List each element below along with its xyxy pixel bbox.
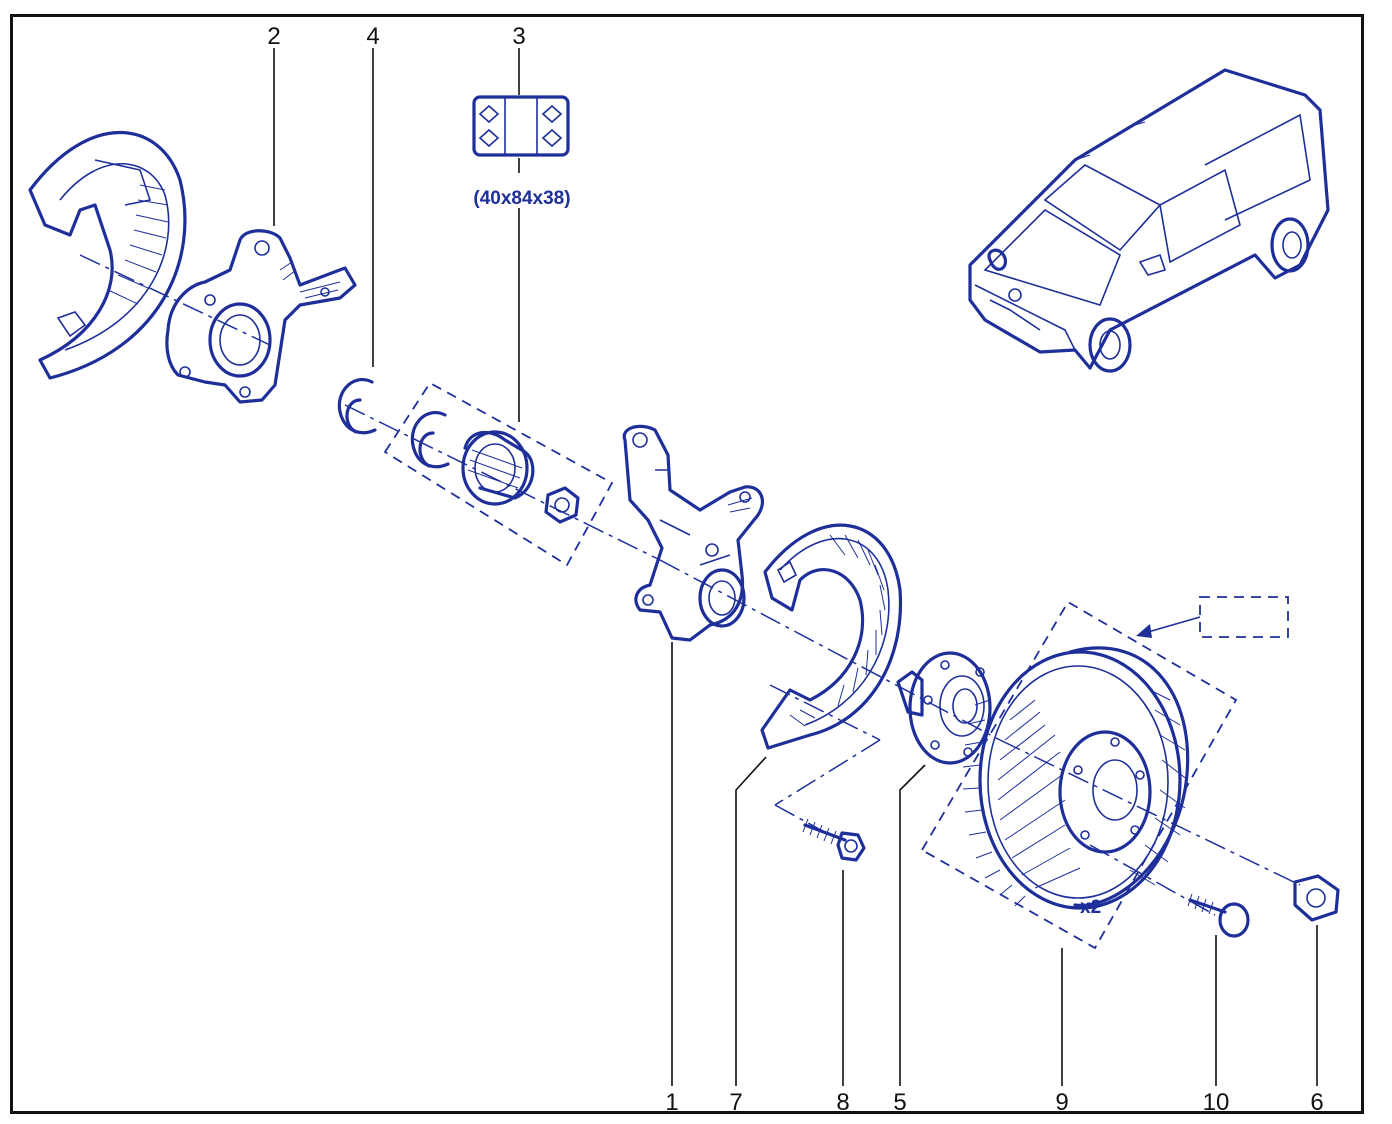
steering-knuckle-left — [165, 229, 357, 404]
wheel-bearing — [461, 430, 535, 506]
brake-disc — [962, 646, 1190, 910]
callout-4: 4 — [366, 23, 379, 50]
callout-1: 1 — [665, 1089, 678, 1116]
reference-note-box — [1136, 596, 1289, 638]
disc-quantity-label: x2 — [1080, 897, 1101, 918]
steering-knuckle-center — [622, 424, 764, 642]
callout-2: 2 — [267, 23, 280, 50]
callout-5: 5 — [893, 1089, 906, 1116]
wheel-bolt — [1187, 893, 1250, 938]
callout-8: 8 — [836, 1089, 849, 1116]
hub-nut — [1293, 874, 1340, 922]
vehicle-illustration — [968, 68, 1330, 373]
callout-numbers: 2 4 3 1 7 8 5 9 10 6 — [267, 23, 1323, 1116]
backing-plate-left — [28, 130, 187, 380]
wheel-hub — [896, 651, 992, 765]
backing-plate-center — [760, 523, 903, 750]
bearing-size-label: (40x84x38) — [473, 188, 570, 209]
callout-3: 3 — [512, 23, 525, 50]
callout-7: 7 — [729, 1089, 742, 1116]
circlips — [337, 378, 450, 469]
hub-nut-small — [544, 486, 580, 524]
callout-6: 6 — [1310, 1089, 1323, 1116]
bearing-symbol-icon — [472, 95, 570, 157]
callout-10: 10 — [1203, 1089, 1230, 1116]
callout-9: 9 — [1055, 1089, 1068, 1116]
diagram-frame — [10, 14, 1364, 1114]
bolt-part-8 — [802, 818, 866, 862]
leader-lines — [273, 48, 1318, 1086]
brake-disc-group: x2 — [920, 600, 1238, 950]
bearing-kit-group — [383, 381, 614, 567]
